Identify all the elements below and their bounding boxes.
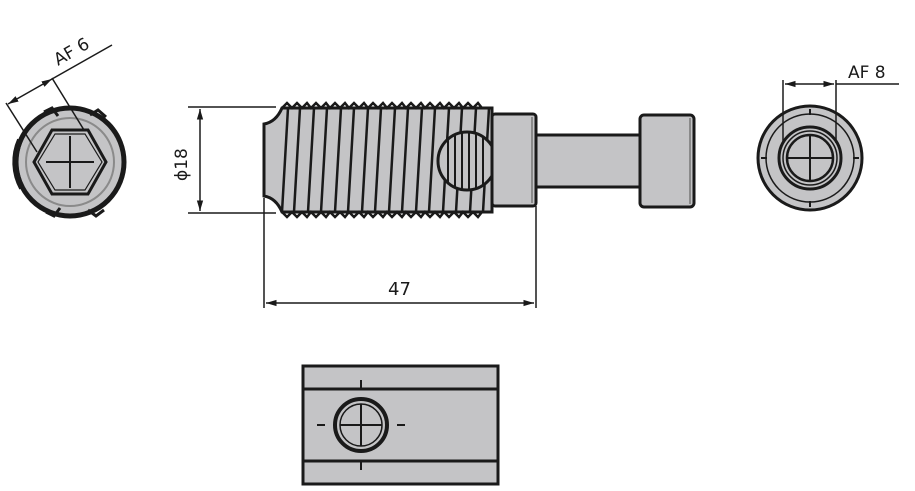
hole-hatch bbox=[447, 132, 484, 190]
side-view: ϕ18 47 bbox=[172, 101, 696, 308]
left-end-view: AF 6 bbox=[5, 34, 127, 219]
right-end-view: AF 8 bbox=[756, 63, 899, 212]
diameter-label: ϕ18 bbox=[172, 148, 192, 181]
af6-label: AF 6 bbox=[51, 34, 94, 70]
length-label: 47 bbox=[388, 279, 411, 300]
af8-label: AF 8 bbox=[848, 63, 886, 83]
insert-block-view bbox=[301, 364, 500, 486]
